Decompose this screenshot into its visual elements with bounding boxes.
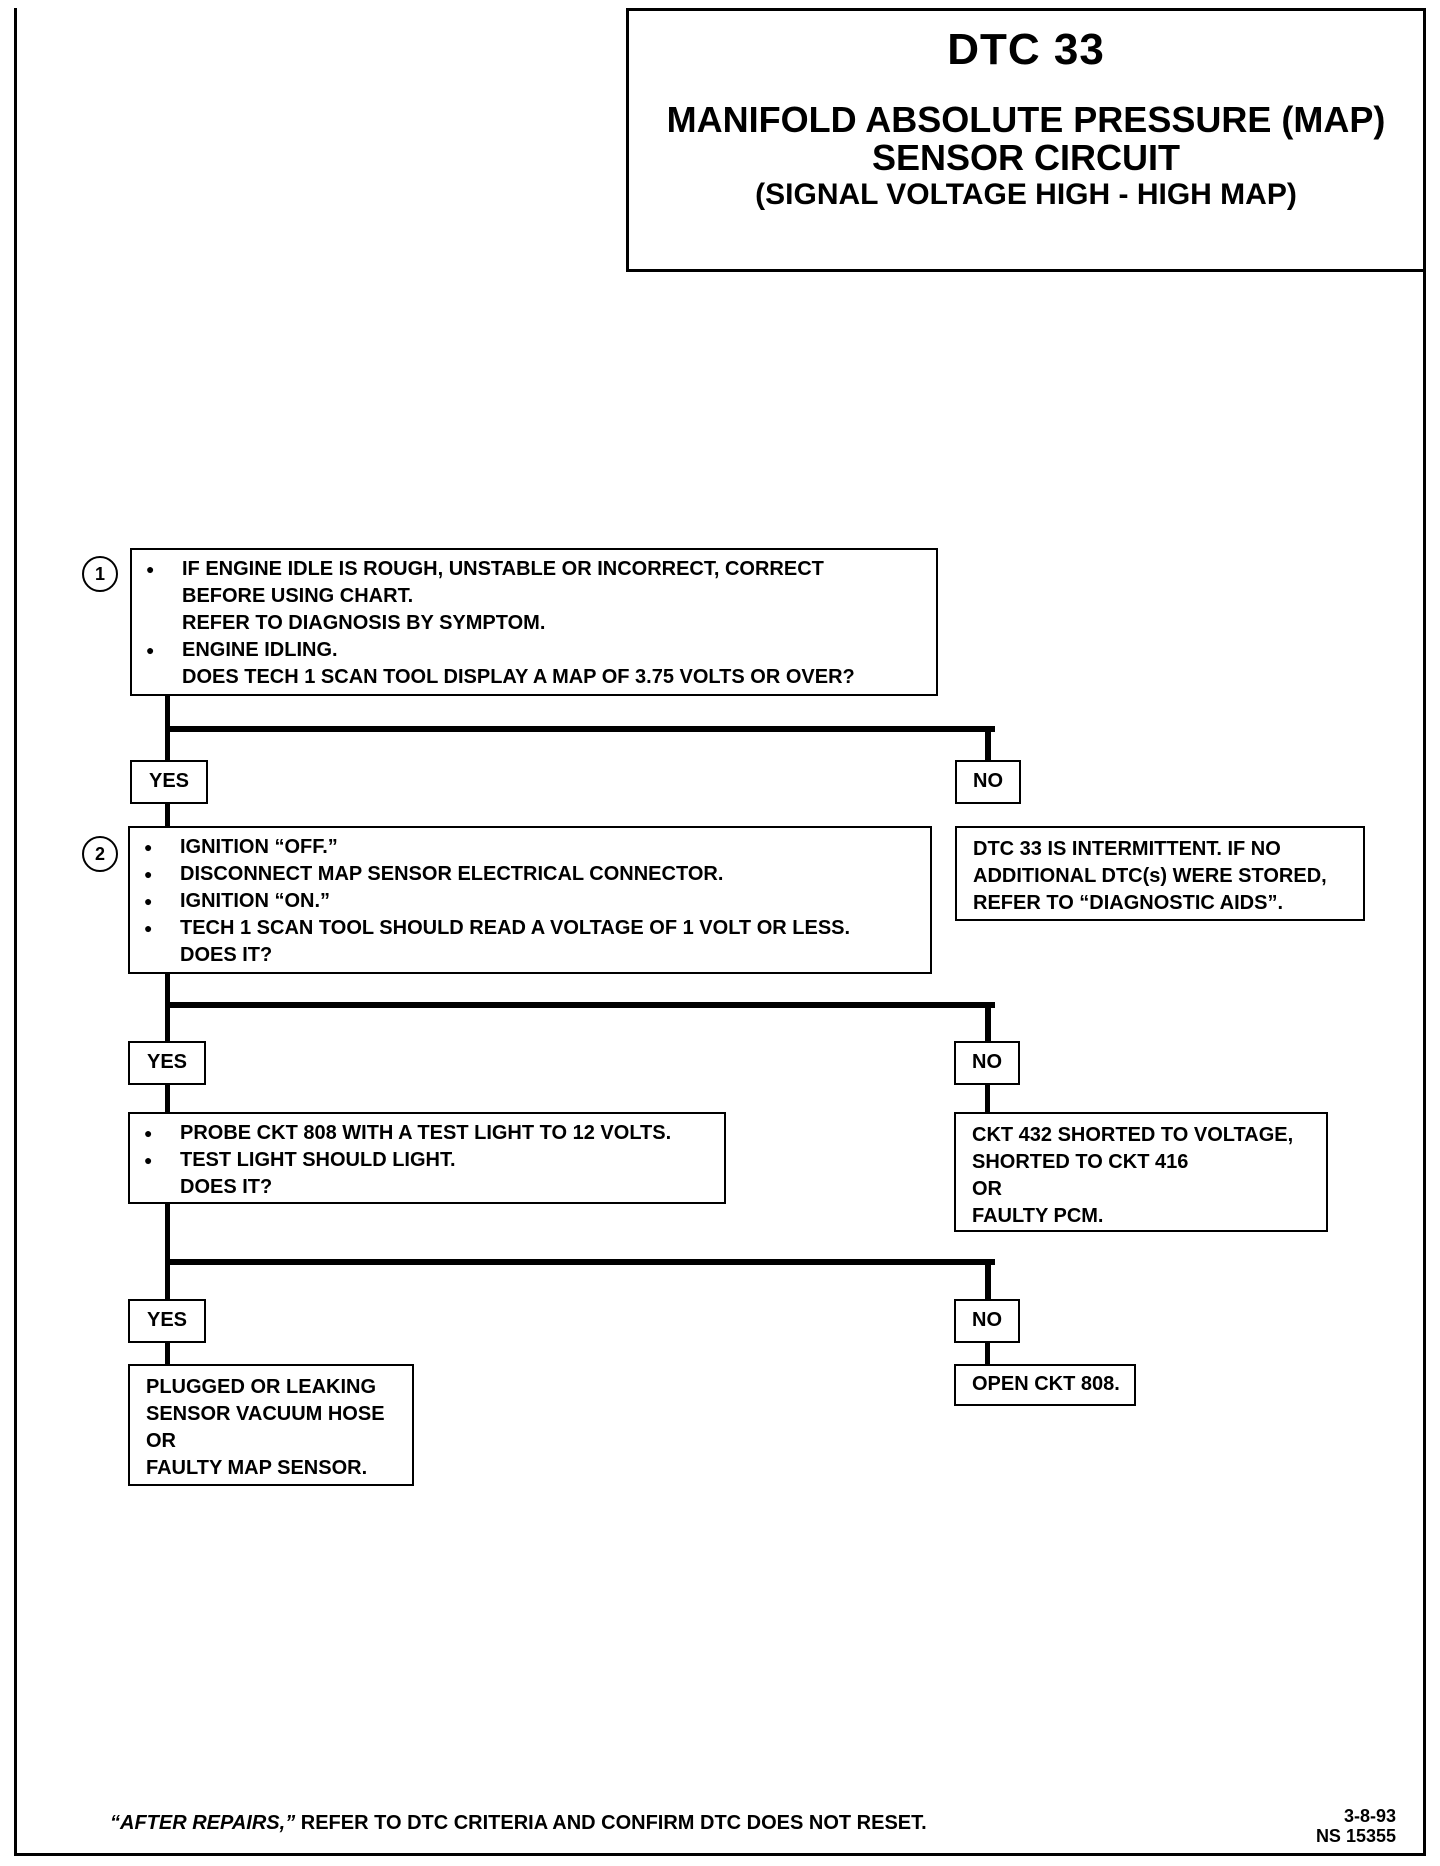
footer-italic: “AFTER REPAIRS,”	[110, 1812, 296, 1834]
connector-line	[985, 1259, 991, 1300]
step-3-box: PROBE CKT 808 WITH A TEST LIGHT TO 12 VO…	[128, 1112, 726, 1204]
connector-line	[165, 726, 995, 732]
connector-line	[165, 1343, 170, 1365]
step-1-item: DOES TECH 1 SCAN TOOL DISPLAY A MAP OF 3…	[182, 666, 855, 688]
connector-line	[165, 1259, 995, 1265]
title-line-2: SENSOR CIRCUIT	[871, 137, 1181, 178]
shorted-line: OR	[972, 1178, 1002, 1200]
connector-line	[165, 1203, 170, 1300]
step-2-item: TECH 1 SCAN TOOL SHOULD READ A VOLTAGE O…	[144, 915, 922, 942]
step-1-box: IF ENGINE IDLE IS ROUGH, UNSTABLE OR INC…	[130, 548, 938, 696]
result-line: OR	[146, 1430, 176, 1452]
shorted-line: FAULTY PCM.	[972, 1205, 1104, 1227]
connector-line	[165, 1085, 170, 1113]
step-2-item: IGNITION “ON.”	[144, 888, 922, 915]
result-line: OPEN CKT 808.	[972, 1373, 1120, 1395]
intermittent-line: REFER TO “DIAGNOSTIC AIDS”.	[973, 892, 1284, 914]
footer-note: “AFTER REPAIRS,” REFER TO DTC CRITERIA A…	[110, 1812, 927, 1835]
step-1-item: IF ENGINE IDLE IS ROUGH, UNSTABLE OR INC…	[146, 556, 928, 583]
result-line: SENSOR VACUUM HOSE	[146, 1403, 385, 1425]
step-2-box: IGNITION “OFF.” DISCONNECT MAP SENSOR EL…	[128, 826, 932, 974]
connector-line	[165, 1002, 995, 1008]
dtc-code: DTC 33	[947, 25, 1105, 74]
step-3-item: TEST LIGHT SHOULD LIGHT.	[144, 1147, 716, 1174]
page-frame	[14, 8, 1426, 1856]
connector-line	[985, 1343, 990, 1365]
connector-line	[985, 1002, 991, 1043]
result-line: FAULTY MAP SENSOR.	[146, 1457, 368, 1479]
yes-label: YES	[128, 1041, 206, 1085]
yes-label: YES	[128, 1299, 206, 1343]
shorted-line: SHORTED TO CKT 416	[972, 1151, 1189, 1173]
title-line-1: MANIFOLD ABSOLUTE PRESSURE (MAP)	[666, 99, 1386, 140]
no-label: NO	[955, 760, 1021, 804]
intermittent-box: DTC 33 IS INTERMITTENT. IF NO ADDITIONAL…	[955, 826, 1365, 921]
no-label: NO	[954, 1299, 1020, 1343]
document-ref: 3-8-93 NS 15355	[1316, 1806, 1396, 1846]
shorted-line: CKT 432 SHORTED TO VOLTAGE,	[972, 1124, 1294, 1146]
step-3-item: DOES IT?	[180, 1176, 273, 1198]
document-number: NS 15355	[1315, 1826, 1396, 1846]
step-1-marker: 1	[82, 556, 118, 592]
open-circuit-result-box: OPEN CKT 808.	[954, 1364, 1136, 1406]
vacuum-hose-result-box: PLUGGED OR LEAKING SENSOR VACUUM HOSE OR…	[128, 1364, 414, 1486]
intermittent-line: DTC 33 IS INTERMITTENT. IF NO	[973, 838, 1281, 860]
no-label: NO	[954, 1041, 1020, 1085]
intermittent-line: ADDITIONAL DTC(s) WERE STORED,	[973, 865, 1327, 887]
shorted-box: CKT 432 SHORTED TO VOLTAGE, SHORTED TO C…	[954, 1112, 1328, 1232]
step-2-item: DISCONNECT MAP SENSOR ELECTRICAL CONNECT…	[144, 861, 922, 888]
step-1-item: BEFORE USING CHART.	[182, 585, 414, 607]
title-block: DTC 33 MANIFOLD ABSOLUTE PRESSURE (MAP) …	[626, 8, 1426, 272]
connector-line	[165, 802, 170, 828]
document-date: 3-8-93	[1343, 1806, 1396, 1826]
step-2-item: IGNITION “OFF.”	[144, 834, 922, 861]
step-1-item: ENGINE IDLING.	[146, 637, 928, 664]
step-2-item: DOES IT?	[180, 944, 273, 966]
title-line-3: (SIGNAL VOLTAGE HIGH - HIGH MAP)	[755, 178, 1297, 211]
step-2-marker: 2	[82, 836, 118, 872]
yes-label: YES	[130, 760, 208, 804]
step-3-item: PROBE CKT 808 WITH A TEST LIGHT TO 12 VO…	[144, 1120, 716, 1147]
connector-line	[985, 1085, 990, 1113]
step-1-item: REFER TO DIAGNOSIS BY SYMPTOM.	[182, 612, 546, 634]
footer-text: REFER TO DTC CRITERIA AND CONFIRM DTC DO…	[295, 1812, 927, 1834]
result-line: PLUGGED OR LEAKING	[146, 1376, 377, 1398]
connector-line	[165, 973, 170, 1043]
connector-line	[985, 726, 991, 761]
